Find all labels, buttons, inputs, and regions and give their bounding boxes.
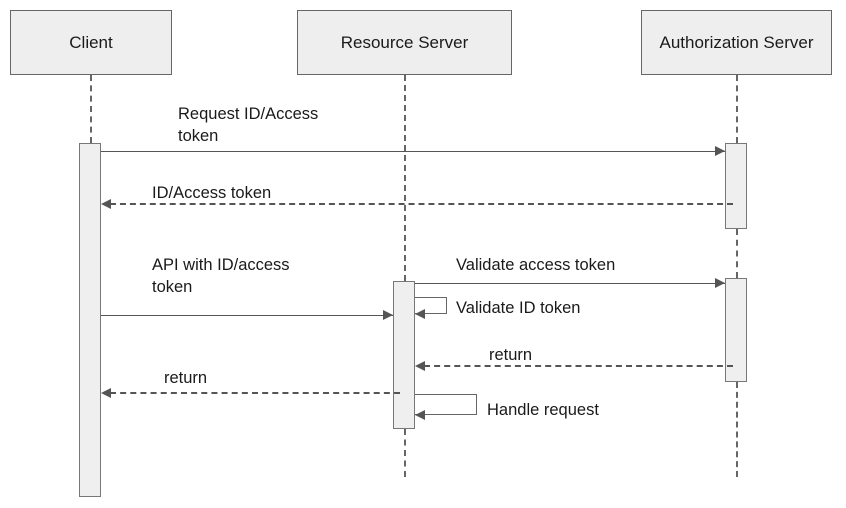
message-line-resource-return (110, 392, 400, 394)
message-label-auth-return: return (489, 346, 533, 364)
participant-resource-server-label: Resource Server (340, 32, 469, 52)
activation-bar-client (79, 143, 101, 497)
message-line-api-with-token (101, 315, 393, 316)
lifeline-resource-server (404, 75, 406, 281)
message-label-validate-id-token: Validate ID token (456, 299, 581, 317)
lifeline-authorization-server (736, 75, 738, 143)
message-line-validate-access-token (415, 283, 725, 284)
message-label-resource-return: return (164, 369, 208, 387)
message-label-api-with-token: API with ID/access token (152, 256, 290, 296)
arrowhead-right-request-token (715, 146, 725, 156)
activation-bar-authorization-server-2 (725, 278, 747, 382)
participant-authorization-server[interactable]: Authorization Server (641, 10, 832, 75)
lifeline-authorization-server-mid (736, 229, 738, 278)
lifeline-client (90, 75, 92, 143)
message-line-auth-return (424, 365, 733, 367)
message-line-request-token (101, 151, 725, 152)
lifeline-resource-server-tail (404, 429, 406, 477)
selfloop-validate-id-token (415, 297, 447, 314)
arrowhead-left-handle-request (415, 410, 425, 420)
message-label-validate-access-token: Validate access token (456, 256, 616, 274)
participant-resource-server[interactable]: Resource Server (297, 10, 512, 75)
selfloop-handle-request (415, 394, 477, 415)
message-line-id-access-token (110, 203, 733, 205)
activation-bar-resource-server (393, 281, 415, 429)
arrowhead-left-validate-id-token (415, 309, 425, 319)
arrowhead-left-auth-return (415, 361, 425, 371)
activation-bar-authorization-server-1 (725, 143, 747, 229)
arrowhead-left-resource-return (101, 388, 111, 398)
message-label-request-token: Request ID/Access token (178, 105, 319, 145)
message-label-handle-request: Handle request (487, 401, 599, 419)
participant-client-label: Client (69, 32, 113, 52)
arrowhead-left-id-access-token (101, 199, 111, 209)
arrowhead-right-api-with-token (383, 310, 393, 320)
participant-client[interactable]: Client (10, 10, 172, 75)
participant-authorization-server-label: Authorization Server (659, 32, 814, 52)
arrowhead-right-validate-access-token (715, 278, 725, 288)
lifeline-authorization-server-tail (736, 382, 738, 477)
message-label-id-access-token: ID/Access token (152, 184, 272, 202)
